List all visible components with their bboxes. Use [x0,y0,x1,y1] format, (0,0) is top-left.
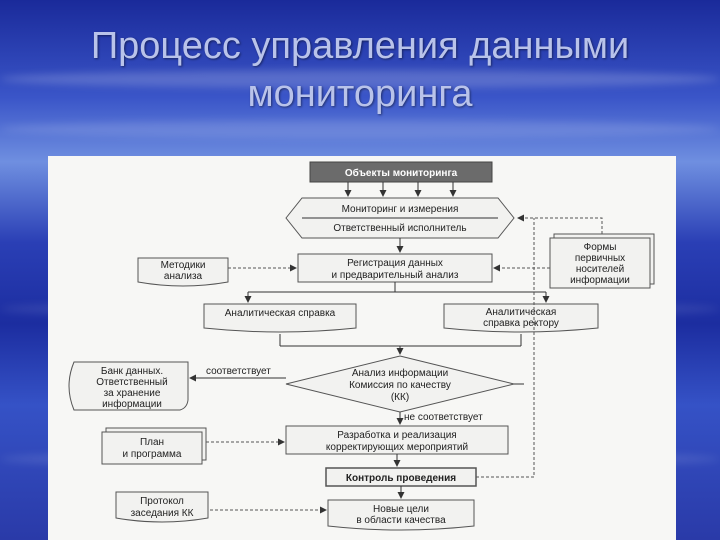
forms-node: Формы первичных носителей информации [549,233,655,289]
corresponds-label: соответствует [206,366,271,377]
not-corresponds-label: не соответствует [404,412,483,423]
objects-node: Объекты мониторинга [309,161,493,183]
analytic-reference-rector-node: Аналитическая справка ректору [443,303,599,333]
databank-label-1: Банк данных. [101,366,163,377]
analytic-reference-rector-label-2: справка ректору [483,318,559,329]
corrective-label-2: корректирующих мероприятий [326,442,468,453]
analytic-reference-node: Аналитическая справка [203,303,357,333]
forms-label-4: информации [570,274,630,286]
databank-label-2: Ответственный [96,377,167,388]
corrective-node: Разработка и реализация корректирующих м… [285,425,509,455]
forms-label-1: Формы [584,242,617,253]
methods-label-2: анализа [164,271,203,282]
forms-label-3: носителей [576,264,624,275]
control-node: Контроль проведения [325,467,477,487]
monitoring-label: Мониторинг и измерения [342,204,459,215]
control-label: Контроль проведения [346,473,456,484]
feedback-loop [476,218,535,478]
methods-label-1: Методики [161,260,206,271]
forms-label-2: первичных [575,253,625,264]
analytic-reference-label: Аналитическая справка [225,308,336,319]
plan-label-2: и программа [123,449,182,460]
diagram-panel: Объекты мониторинга Мониторинг и измерен… [48,156,676,540]
databank-label-3: за хранение [104,388,161,399]
databank-label-4: информации [102,398,162,410]
analysis-label-1: Анализ информации [352,367,448,379]
databank-node: Банк данных. Ответственный за хранение и… [68,361,189,411]
arrow [517,214,603,234]
monitoring-node: Мониторинг и измерения Ответственный исп… [285,197,515,239]
analysis-label-3: (КК) [391,392,409,403]
protocol-label-1: Протокол [140,496,184,507]
process-diagram: Объекты мониторинга Мониторинг и измерен… [68,161,655,531]
analysis-node: Анализ информации Комиссия по качеству (… [285,355,515,413]
protocol-label-2: заседания КК [131,508,194,519]
objects-label: Объекты мониторинга [345,167,458,179]
slide-title-line-2: мониторинга [247,73,473,115]
registration-label-2: и предварительный анализ [332,270,459,281]
protocol-node: Протокол заседания КК [115,491,209,523]
plan-label-1: План [140,437,164,448]
plan-node: План и программа [101,427,207,465]
registration-node: Регистрация данных и предварительный ана… [297,253,493,283]
slide-title-line-1: Процесс управления данными [90,25,630,67]
corrective-label-1: Разработка и реализация [337,429,456,441]
slide-title: Процесс управления данными мониторинга [0,22,720,118]
registration-label-1: Регистрация данных [347,258,443,269]
new-goals-label-2: в области качества [356,514,446,526]
new-goals-label-1: Новые цели [373,504,429,515]
new-goals-node: Новые цели в области качества [327,499,475,531]
analytic-reference-rector-label-1: Аналитическая [486,307,557,318]
responsible-label: Ответственный исполнитель [333,223,466,234]
analysis-label-2: Комиссия по качеству [349,380,451,391]
methods-node: Методики анализа [137,257,229,287]
